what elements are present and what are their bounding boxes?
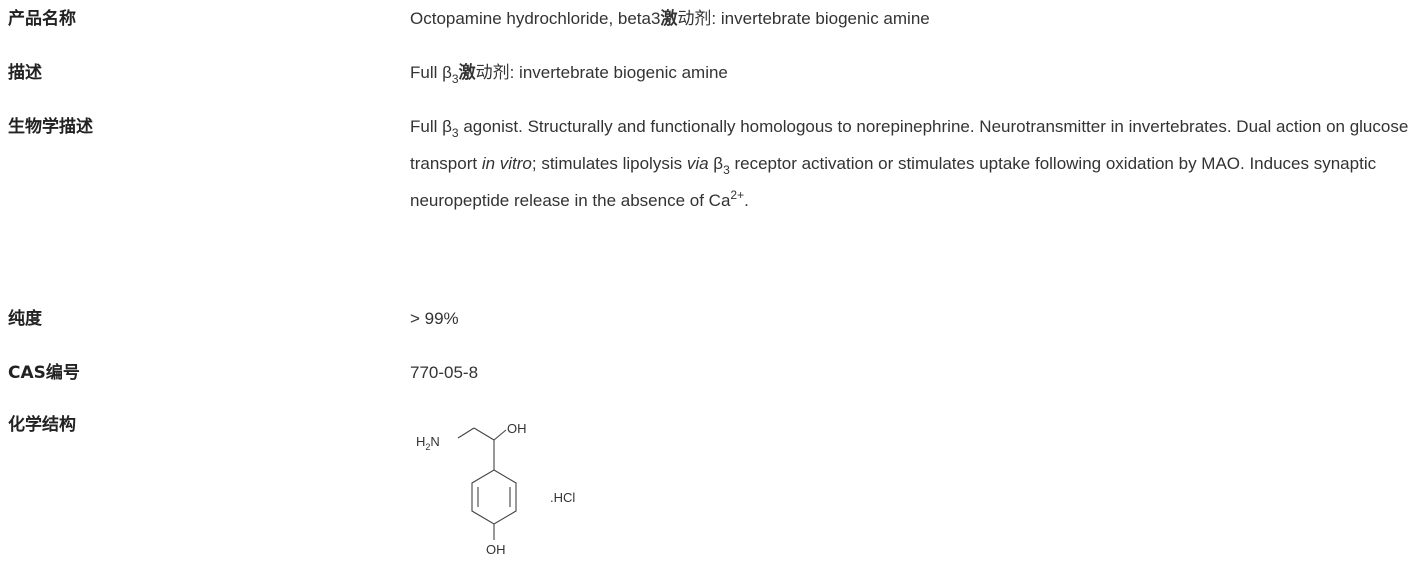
- benzene-ring: [471, 469, 517, 525]
- bio-subscript-2: 3: [723, 163, 730, 177]
- value-description: Full β3激动剂: invertebrate biogenic amine: [410, 62, 1410, 86]
- value-biological-description: Full β3 agonist. Structurally and functi…: [410, 108, 1410, 219]
- label-biological-description: 生物学描述: [8, 117, 93, 137]
- bond-c2-o: [493, 429, 507, 441]
- salt-label: .HCl: [550, 490, 575, 505]
- structure-svg: H2N OH .HCl OH: [416, 421, 575, 557]
- bio-superscript: 2+: [730, 188, 745, 202]
- bio-text-4: β: [708, 154, 724, 173]
- label-purity: 纯度: [8, 309, 42, 329]
- bio-subscript-1: 3: [451, 126, 459, 140]
- bond-n-c1: [457, 427, 475, 439]
- description-subscript: 3: [451, 72, 459, 86]
- product-name-text-tail: 动剂: invertebrate biogenic amine: [677, 9, 930, 28]
- value-purity: > 99%: [410, 309, 459, 328]
- bio-text-2: agonist. Structurally and functionally h…: [410, 117, 1409, 173]
- product-name-text: Octopamine hydrochloride, beta3: [410, 9, 661, 28]
- bio-text-6: .: [744, 191, 749, 210]
- bio-text-3: ; stimulates lipolysis: [531, 154, 687, 173]
- label-cas-number: CAS编号: [8, 363, 80, 383]
- label-description: 描述: [8, 63, 42, 83]
- product-name-bold-char: 激: [660, 9, 678, 28]
- description-text: Full β: [410, 63, 452, 82]
- value-cas-number: 770-05-8: [410, 363, 479, 382]
- description-text-tail: 动剂: invertebrate biogenic amine: [475, 63, 728, 82]
- bio-italic-in-vitro: in vitro: [481, 154, 532, 173]
- label-chemical-structure: 化学结构: [8, 415, 76, 435]
- chemical-structure-diagram: H2N OH .HCl OH: [410, 416, 610, 562]
- label-product-name: 产品名称: [8, 9, 76, 29]
- structure-bonds: [457, 427, 517, 540]
- amine-label: H2N: [416, 434, 440, 452]
- hydroxyl-bottom-label: OH: [486, 542, 506, 557]
- description-bold-char: 激: [458, 63, 476, 82]
- value-product-name: Octopamine hydrochloride, beta3激动剂: inve…: [410, 8, 1410, 30]
- bio-text-5: receptor activation or stimulates uptake…: [410, 154, 1377, 210]
- bio-text-1: Full β: [410, 117, 452, 136]
- bond-c1-c2: [473, 427, 495, 441]
- hydroxyl-top-label: OH: [507, 421, 527, 436]
- bio-italic-via: via: [686, 154, 709, 173]
